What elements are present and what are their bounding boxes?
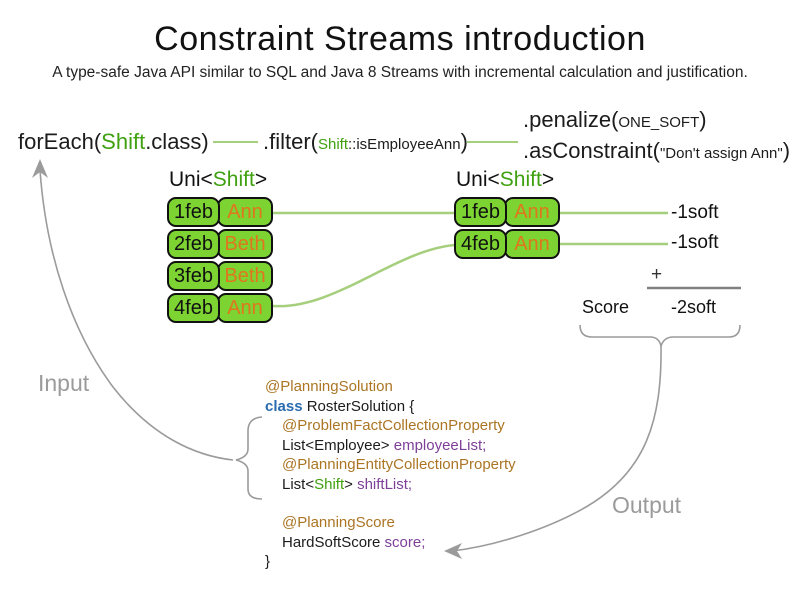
- date-cell: 1feb: [167, 197, 220, 227]
- left-stream-label: Uni<Shift>: [169, 168, 267, 192]
- shift-field: shiftList;: [357, 475, 413, 493]
- score-value: -2soft: [671, 297, 717, 317]
- date-cell: 4feb: [167, 293, 220, 323]
- plus-sign: +: [651, 264, 663, 285]
- expression-asconstraint: .asConstraint("Don't assign Ann"): [523, 137, 790, 168]
- left-label-type: Shift: [212, 168, 255, 191]
- class-declaration: class RosterSolution {: [265, 397, 516, 417]
- score-field-line: HardSoftScore score;: [265, 533, 516, 553]
- stream-row: 3feb Beth: [167, 261, 273, 291]
- annotation-planning-entity: @PlanningEntityCollectionProperty: [282, 456, 516, 473]
- class-name: RosterSolution {: [302, 397, 415, 415]
- annotation-problem-fact: @ProblemFactCollectionProperty: [282, 417, 505, 434]
- name-cell: Ann: [504, 229, 560, 259]
- name-cell: Ann: [504, 197, 560, 227]
- shift-type-pre: List<: [282, 475, 315, 493]
- score-field: score;: [384, 533, 426, 551]
- employee-field: employeeList;: [393, 436, 487, 454]
- employee-list-line: List<Employee> employeeList;: [265, 436, 516, 456]
- stream-row: 1feb Ann: [167, 197, 273, 227]
- input-label: Input: [38, 370, 90, 396]
- stream-row: 2feb Beth: [167, 229, 273, 259]
- filter-pre: .filter(: [263, 129, 318, 154]
- asconstraint-pre: .asConstraint(: [523, 138, 660, 163]
- penalize-pre: .penalize(: [523, 107, 619, 132]
- code-brace: [235, 416, 263, 500]
- penalize-arg: ONE_SOFT: [618, 114, 700, 131]
- code-block: @PlanningSolution class RosterSolution {…: [265, 377, 516, 572]
- filter-type: Shift: [318, 136, 349, 153]
- annotation-planning-score: @PlanningScore: [282, 514, 395, 531]
- match-penalty-2: -1soft: [671, 232, 719, 253]
- right-stream-label: Uni<Shift>: [456, 168, 554, 192]
- shift-type-green: Shift: [314, 475, 345, 493]
- asconstraint-arg: "Don't assign Ann": [659, 145, 783, 162]
- date-cell: 2feb: [167, 229, 220, 259]
- foreach-type: Shift: [101, 129, 146, 154]
- code-blank-line: [265, 494, 516, 513]
- foreach-pre: forEach(: [18, 129, 102, 154]
- score-bracket: [579, 324, 741, 349]
- shift-type-post: >: [344, 475, 358, 493]
- annotation-planning-solution: @PlanningSolution: [265, 378, 393, 395]
- score-label: Score: [582, 297, 630, 317]
- stream-row: 1feb Ann: [454, 197, 560, 227]
- input-arrow-icon: [32, 159, 48, 178]
- name-cell: Ann: [217, 197, 273, 227]
- stream-row: 4feb Ann: [167, 293, 273, 323]
- filter-post: ): [460, 129, 468, 154]
- penalize-post: ): [699, 107, 707, 132]
- output-label: Output: [612, 492, 682, 518]
- page-subtitle: A type-safe Java API similar to SQL and …: [52, 64, 748, 81]
- name-cell: Ann: [217, 293, 273, 323]
- right-label-pre: Uni<: [456, 168, 500, 191]
- closing-brace: }: [265, 553, 271, 570]
- right-label-post: >: [541, 168, 555, 191]
- stream-row: 4feb Ann: [454, 229, 560, 259]
- employee-type: List<Employee>: [282, 436, 394, 454]
- foreach-post: .class): [145, 129, 209, 154]
- asconstraint-post: ): [782, 138, 791, 163]
- expression-filter: .filter(Shift::isEmployeeAnn): [263, 129, 468, 155]
- right-stream-table: 1feb Ann 4feb Ann: [454, 197, 560, 259]
- expression-penalize: .penalize(ONE_SOFT): [523, 106, 790, 137]
- left-label-post: >: [254, 168, 268, 191]
- filter-method: ::isEmployeeAnn: [348, 136, 461, 153]
- left-stream-table: 1feb Ann 2feb Beth 3feb Beth 4feb Ann: [167, 197, 273, 323]
- row-connector-4feb: [272, 243, 456, 308]
- right-label-type: Shift: [499, 168, 542, 191]
- expression-penalize-block: .penalize(ONE_SOFT) .asConstraint("Don't…: [523, 106, 790, 168]
- date-cell: 1feb: [454, 197, 507, 227]
- score-type: HardSoftScore: [282, 533, 385, 551]
- keyword-class: class: [265, 397, 303, 415]
- expression-foreach: forEach(Shift.class): [18, 129, 209, 155]
- page-title: Constraint Streams introduction: [154, 20, 646, 58]
- date-cell: 4feb: [454, 229, 507, 259]
- name-cell: Beth: [217, 261, 273, 291]
- left-label-pre: Uni<: [169, 168, 213, 191]
- name-cell: Beth: [217, 229, 273, 259]
- match-penalty-1: -1soft: [671, 202, 719, 223]
- shift-list-line: List<Shift> shiftList;: [265, 475, 516, 495]
- date-cell: 3feb: [167, 261, 220, 291]
